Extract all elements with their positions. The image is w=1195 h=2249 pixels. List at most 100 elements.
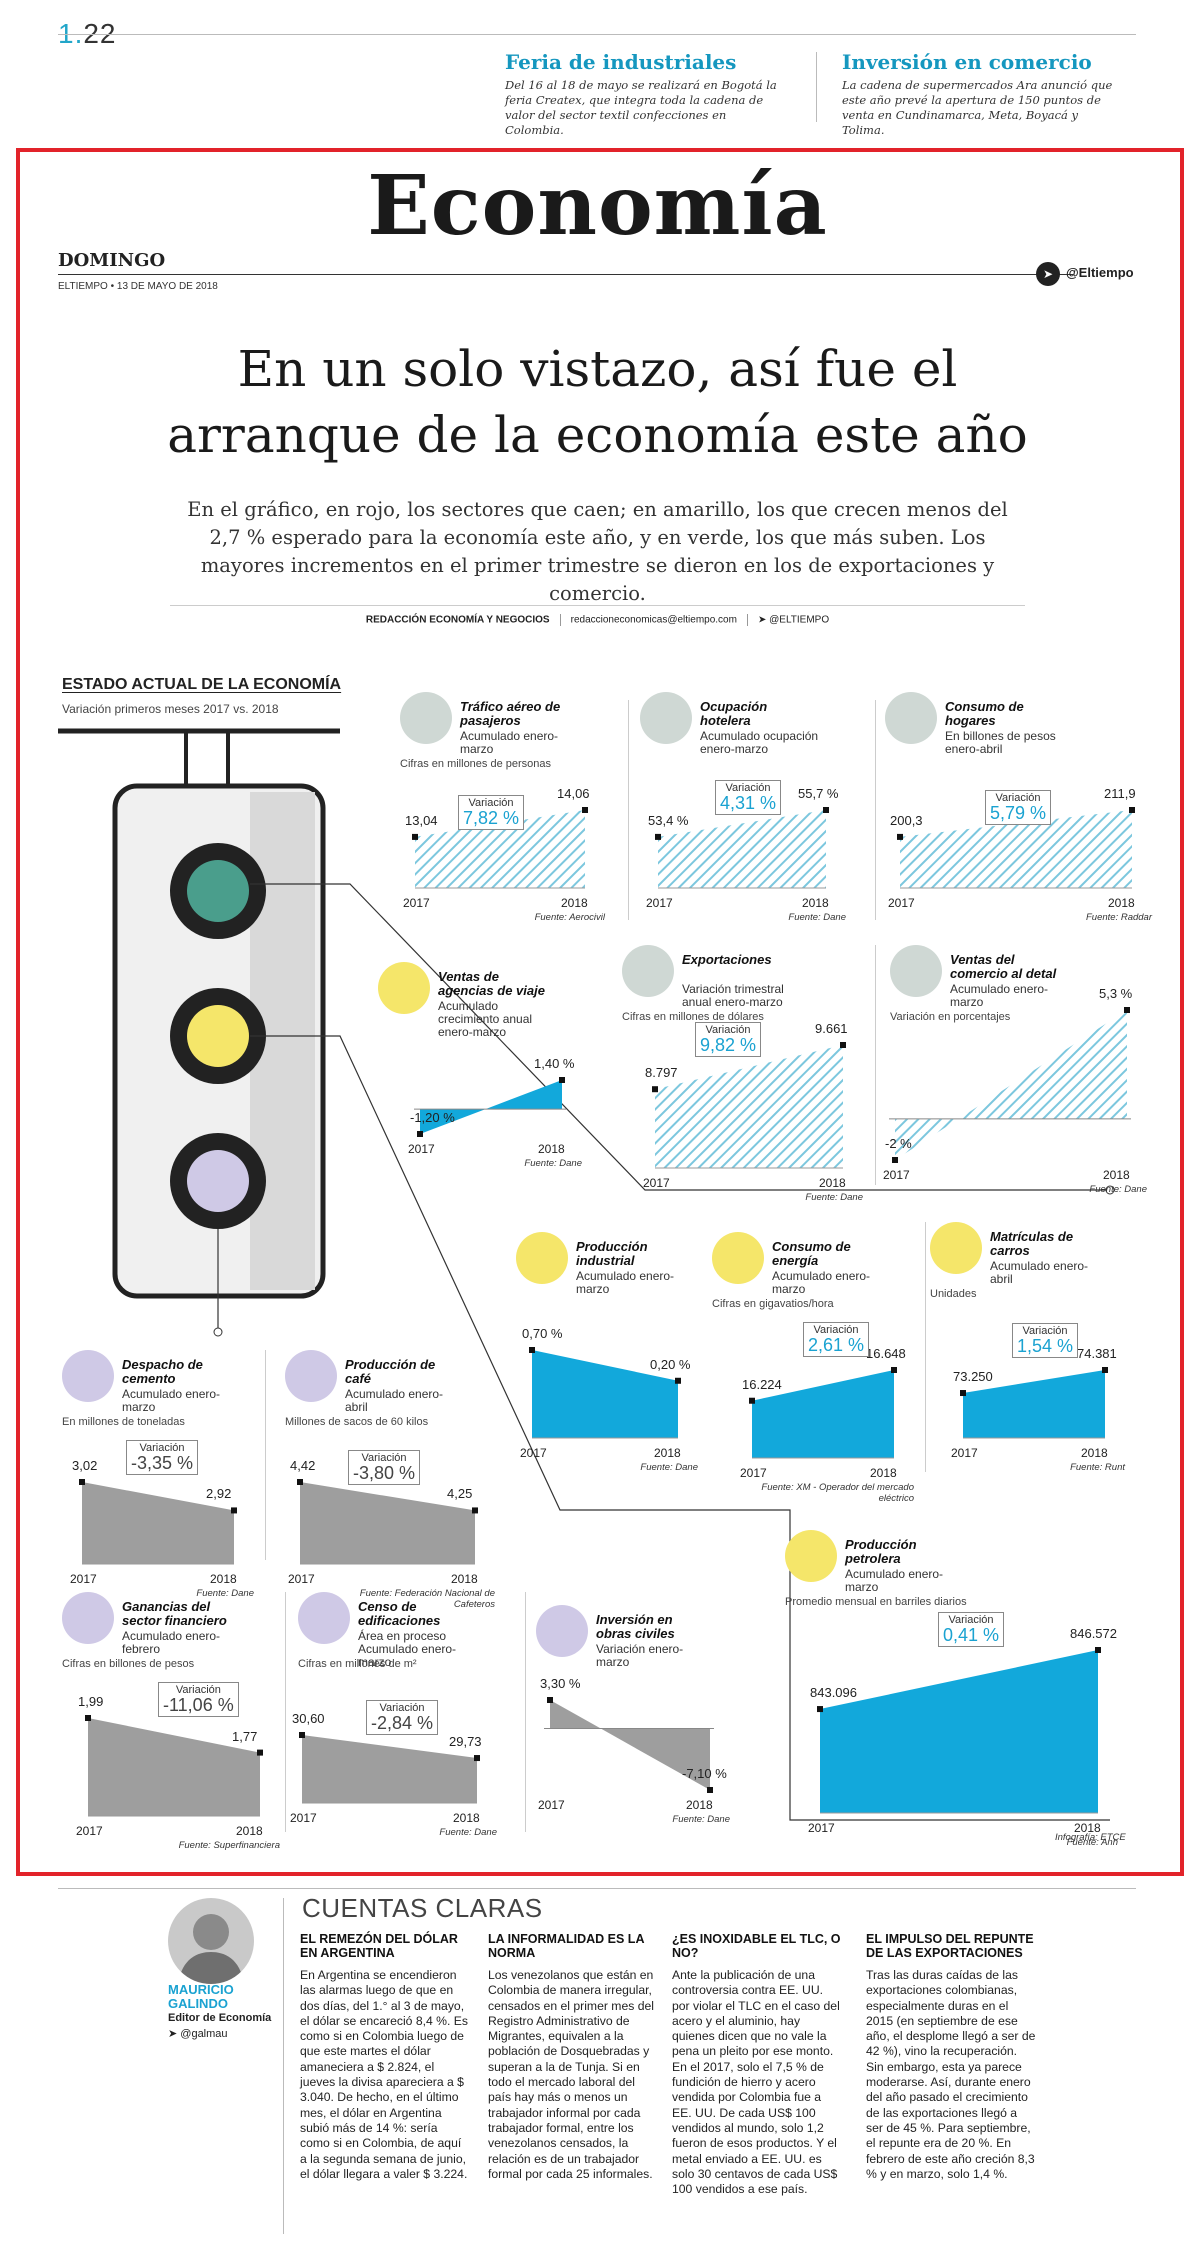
value-label: 1,99 bbox=[78, 1694, 104, 1709]
chart-title: Ocupación hotelera bbox=[700, 699, 768, 728]
chart-subtitle: Área en proceso Acumulado enero-marzo bbox=[358, 1629, 457, 1669]
chart-point bbox=[817, 1706, 823, 1713]
chart-point bbox=[474, 1755, 480, 1762]
chart-point bbox=[231, 1507, 237, 1514]
chart-title: Producción de café bbox=[345, 1357, 436, 1386]
value-label: 211,9 bbox=[1104, 786, 1136, 801]
chart-point bbox=[675, 1377, 681, 1384]
chart-area bbox=[655, 807, 829, 889]
year-label: 2017 bbox=[646, 896, 673, 910]
light-red bbox=[187, 1150, 249, 1212]
year-label: 2018 bbox=[654, 1446, 681, 1460]
column-item: ¿ES INOXIDABLE EL TLC, O NO? Ante la pub… bbox=[672, 1932, 842, 2197]
year-label: 2018 bbox=[1108, 896, 1135, 910]
chart-icon bbox=[622, 945, 674, 997]
chart-title: Matrículas de carros bbox=[990, 1229, 1074, 1258]
year-label: 2017 bbox=[403, 896, 430, 910]
byline-desk: REDACCIÓN ECONOMÍA Y NEGOCIOS bbox=[365, 614, 550, 626]
variation-value: 9,82 % bbox=[700, 1035, 757, 1055]
chart-fill bbox=[655, 1045, 843, 1168]
teaser-text: Del 16 al 18 de mayo se realizará en Bog… bbox=[505, 78, 777, 137]
year-label: 2017 bbox=[740, 1466, 767, 1480]
chart-source: Fuente: Raddar bbox=[1085, 912, 1152, 923]
variation-box: Variación-2,84 % bbox=[366, 1700, 439, 1735]
chart-point bbox=[960, 1390, 966, 1397]
variation-value: 2,61 % bbox=[808, 1335, 865, 1355]
chart-icon bbox=[516, 1232, 568, 1284]
value-label: 13,04 bbox=[405, 812, 438, 828]
chart-point bbox=[299, 1732, 305, 1738]
value-label: 16.224 bbox=[742, 1376, 782, 1392]
variation-box: Variación-3,35 % bbox=[126, 1440, 199, 1475]
variation-label: Variación bbox=[705, 1024, 751, 1036]
value-label: 200,3 bbox=[890, 812, 923, 828]
variation-box: Variación-11,06 % bbox=[158, 1682, 239, 1717]
teaser-inversion[interactable]: Inversión en comercio La cadena de super… bbox=[842, 50, 1122, 138]
panel-divider bbox=[525, 1592, 526, 1832]
connector-yellow bbox=[250, 1035, 1110, 1821]
infographic-credit: Infografía: ETCE bbox=[1055, 1832, 1126, 1843]
chart-area bbox=[297, 1479, 478, 1565]
chart-source: Fuente: Dane bbox=[196, 1588, 254, 1599]
chart-point bbox=[892, 1157, 898, 1163]
year-label: 2018 bbox=[451, 1572, 478, 1586]
chart-subtitle: Variación trimestral anual enero-marzo bbox=[682, 982, 784, 1009]
chart-note: Promedio mensual en barriles diarios bbox=[785, 1596, 967, 1608]
column-item-heading: EL REMEZÓN DEL DÓLAR EN ARGENTINA bbox=[300, 1932, 458, 1960]
year-label: 2017 bbox=[288, 1572, 315, 1586]
chart-title: Inversión en obras civiles bbox=[596, 1612, 675, 1641]
chart-note: Cifras en millones de m² bbox=[298, 1658, 417, 1670]
teaser-feria[interactable]: Feria de industriales Del 16 al 18 de ma… bbox=[505, 50, 785, 138]
twitter-handle[interactable]: @Eltiempo bbox=[1066, 265, 1134, 280]
column-item: EL IMPULSO DEL REPUNTE DE LAS EXPORTACIO… bbox=[866, 1932, 1036, 2182]
teaser-text: La cadena de supermercados Ara anunció q… bbox=[842, 78, 1113, 137]
value-label: 4,25 bbox=[447, 1486, 473, 1502]
chart-point bbox=[472, 1507, 478, 1514]
chart-point bbox=[547, 1697, 553, 1703]
chart-subtitle: Acumulado enero-marzo bbox=[772, 1269, 871, 1296]
year-label: 2018 bbox=[686, 1798, 713, 1812]
chart-title: Despacho de cemento bbox=[122, 1357, 203, 1386]
chart-fill bbox=[532, 1350, 678, 1438]
variation-label: Variación bbox=[813, 1324, 859, 1336]
chart-icon bbox=[930, 1222, 982, 1274]
author-twitter[interactable]: ➤ @galmau bbox=[168, 2028, 228, 2040]
byline-twitter[interactable]: @ELTIEMPO bbox=[769, 614, 830, 626]
chart-point bbox=[655, 833, 661, 840]
chart-area bbox=[817, 1647, 1101, 1814]
variation-value: -3,35 % bbox=[131, 1453, 194, 1473]
chart-point bbox=[749, 1397, 755, 1404]
section-title: Economía bbox=[367, 158, 828, 254]
chart-fill-segment bbox=[485, 1080, 562, 1110]
chart-source: Fuente: XM - Operador del mercado eléctr… bbox=[761, 1482, 914, 1504]
chart-point bbox=[897, 833, 903, 840]
chart-fill bbox=[302, 1735, 477, 1803]
chart-area bbox=[529, 1347, 681, 1439]
variation-value: -11,06 % bbox=[163, 1695, 234, 1715]
variation-label: Variación bbox=[139, 1442, 185, 1454]
variation-label: Variación bbox=[995, 792, 1041, 804]
chart-title: Consumo de hogares bbox=[945, 699, 1024, 728]
column-item-heading: EL IMPULSO DEL REPUNTE DE LAS EXPORTACIO… bbox=[866, 1932, 1034, 1960]
year-label: 2017 bbox=[643, 1176, 670, 1190]
chart-icon bbox=[400, 692, 452, 744]
chart-point bbox=[412, 833, 418, 840]
value-label: 843.096 bbox=[810, 1685, 857, 1701]
chart-note: Cifras en millones de personas bbox=[400, 758, 552, 770]
chart-icon bbox=[712, 1232, 764, 1284]
year-label: 2018 bbox=[210, 1572, 237, 1586]
byline-email[interactable]: redaccioneconomicas@eltiempo.com bbox=[570, 614, 737, 626]
chart-subtitle: Acumulado enero-febrero bbox=[122, 1629, 221, 1656]
year-label: 2017 bbox=[70, 1572, 97, 1586]
infographic-title: ESTADO ACTUAL DE LA ECONOMÍA bbox=[62, 676, 342, 693]
chart-point bbox=[559, 1077, 565, 1083]
year-label: 2017 bbox=[520, 1446, 547, 1460]
value-label: 4,42 bbox=[290, 1458, 316, 1473]
chart-title: Exportaciones bbox=[682, 952, 772, 967]
twitter-icon: ➤ bbox=[1036, 262, 1060, 286]
chart-subtitle: En billones de pesos enero-abril bbox=[945, 729, 1056, 756]
